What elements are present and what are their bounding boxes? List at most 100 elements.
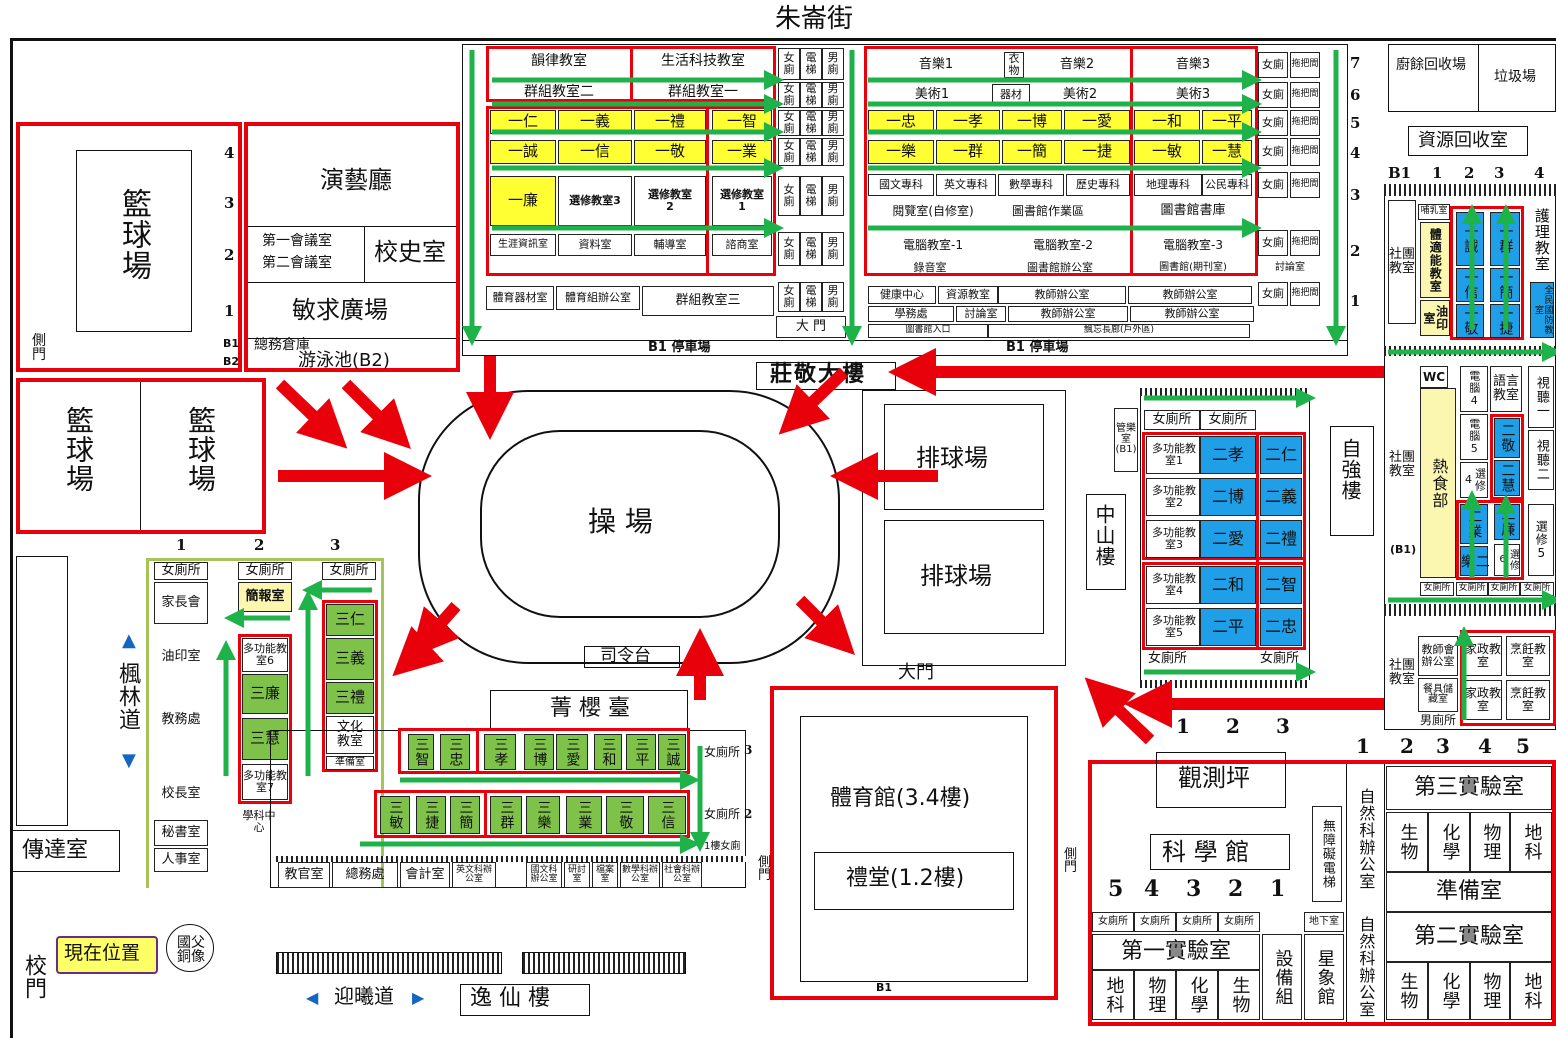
defense-room[interactable]: 全民國防教室: [1530, 282, 1554, 338]
library-stacks[interactable]: 圖書館書庫: [1160, 203, 1226, 219]
history-room[interactable]: 校史室: [374, 238, 446, 266]
class-1-qun[interactable]: 一群: [936, 140, 1000, 164]
statue[interactable]: [166, 924, 214, 972]
teachers-union[interactable]: 教師會辦公室: [1418, 636, 1458, 676]
science-office-2[interactable]: 自然科辦公室: [1356, 916, 1376, 1018]
computer-room-1[interactable]: 電腦教室-1: [903, 237, 963, 252]
class-2-zhi[interactable]: 二智: [1260, 566, 1302, 604]
chinese-office[interactable]: 國文科辦公室: [526, 862, 562, 888]
discussion-room-1f[interactable]: 討論室: [956, 306, 1006, 322]
class-3-ren[interactable]: 三仁: [326, 604, 374, 636]
computer-room-4[interactable]: 電腦4: [1460, 366, 1488, 412]
teacher-office-1[interactable]: 教師辦公室: [998, 286, 1126, 304]
accounting-office[interactable]: 會計室: [400, 862, 450, 888]
class-3-lian[interactable]: 三廉: [242, 674, 288, 714]
toilet-l2[interactable]: 女廁所: [238, 562, 292, 580]
cooking-room-2[interactable]: 烹飪教室: [1506, 680, 1550, 720]
library-office[interactable]: 圖書館辦公室: [1027, 261, 1093, 275]
archive-room[interactable]: 檔案室: [592, 862, 618, 888]
science-office-1[interactable]: 自然科辦公室: [1356, 788, 1376, 890]
class-1-min[interactable]: 一敏: [1134, 140, 1200, 164]
current-location-callout[interactable]: [56, 936, 158, 974]
basketball-court-2[interactable]: 籃球場: [62, 406, 95, 493]
gym-block[interactable]: [770, 686, 1058, 1000]
performance-hall-block[interactable]: [244, 122, 460, 372]
class-3-ai[interactable]: 三愛: [556, 734, 588, 770]
kitchen-waste[interactable]: 廚餘回收場: [1396, 57, 1466, 73]
home-ec-room-2[interactable]: 家政教室: [1464, 680, 1502, 720]
counseling-office[interactable]: 輔導室: [634, 234, 706, 256]
elective-5[interactable]: 選修5: [1528, 504, 1554, 576]
wc[interactable]: WC: [1420, 366, 1448, 388]
meeting-room-1[interactable]: 第一會議室: [262, 233, 332, 249]
multi-room-5[interactable]: 多功能教室5: [1146, 608, 1200, 646]
class-1-xin[interactable]: 一信: [558, 140, 632, 164]
ziqiang-building[interactable]: 自強樓: [1338, 438, 1362, 501]
class-1-le[interactable]: 一樂: [868, 140, 934, 164]
hot-food-dept[interactable]: 熱食部: [1420, 388, 1456, 578]
lab-2[interactable]: 第二實驗室: [1386, 912, 1552, 962]
garbage-area[interactable]: 垃圾場: [1494, 69, 1536, 85]
class-2-he[interactable]: 二和: [1200, 566, 1256, 604]
sports-equipment-room[interactable]: 體育器材室: [486, 286, 554, 310]
personnel-office[interactable]: 人事室: [154, 848, 208, 872]
music-1[interactable]: 音樂1: [918, 57, 954, 73]
multi-room-3[interactable]: 多功能教室3: [1146, 520, 1200, 558]
class-2-ai[interactable]: 二愛: [1200, 520, 1256, 558]
general-affairs[interactable]: 總務處: [332, 862, 398, 888]
consulting-room[interactable]: 諮商室: [712, 234, 772, 256]
class-3-zhong[interactable]: 三忠: [440, 734, 470, 770]
multi-room-6[interactable]: 多功能教室6: [242, 638, 288, 672]
recycling-room[interactable]: [1408, 126, 1528, 156]
zj-group-room-2[interactable]: 群組教室二: [524, 83, 594, 100]
subject-center[interactable]: 學科中心: [242, 809, 276, 834]
art-1[interactable]: 美術1: [914, 87, 950, 103]
prep-room-l3[interactable]: 準備室: [326, 756, 374, 770]
school-gate[interactable]: 校門: [21, 954, 46, 1000]
history-subject-room[interactable]: 歷史專科: [1066, 174, 1130, 196]
art-3[interactable]: 美術3: [1175, 87, 1211, 103]
class-3-qun[interactable]: 三群: [490, 796, 522, 834]
observatory[interactable]: [1156, 752, 1286, 808]
club-room-bottom[interactable]: 社團教室: [1388, 658, 1415, 687]
multi-room-7[interactable]: 多功能教室7: [242, 764, 288, 800]
basketball-court-3[interactable]: 籃球場: [184, 406, 217, 493]
accessible-elevator[interactable]: 無障礙電梯: [1312, 806, 1342, 902]
zj-tech-room[interactable]: 生活科技教室: [661, 52, 745, 69]
class-2-jing-zq[interactable]: 二敬: [1494, 418, 1520, 458]
social-office[interactable]: 社會科辦公室: [662, 862, 702, 888]
parents-assoc[interactable]: 家長會: [154, 582, 208, 624]
music-3[interactable]: 音樂3: [1175, 57, 1211, 73]
class-3-ye[interactable]: 三業: [566, 796, 602, 834]
lab-1[interactable]: 第一實驗室: [1092, 934, 1260, 970]
science-hall-label[interactable]: [1150, 834, 1290, 870]
culture-room[interactable]: 文化教室: [326, 716, 374, 754]
club-room-mid[interactable]: 社團教室: [1388, 450, 1415, 479]
academic-affairs[interactable]: 教務處: [161, 712, 201, 728]
teacher-office-4[interactable]: 教師辦公室: [1130, 306, 1254, 322]
gym-main-gate-label[interactable]: 大門: [898, 662, 934, 683]
auditorium-box[interactable]: [814, 852, 1014, 910]
class-3-xiao[interactable]: 三孝: [484, 734, 516, 770]
seminar-room[interactable]: 研討室: [564, 862, 590, 888]
planetarium[interactable]: 星象館: [1304, 934, 1344, 1020]
av-room-1[interactable]: 視聽一: [1528, 366, 1554, 428]
basement[interactable]: 地下室: [1304, 912, 1344, 932]
career-info-room[interactable]: 生涯資訊室: [490, 234, 556, 256]
print-room[interactable]: 油印室: [161, 649, 201, 665]
class-3-li[interactable]: 三禮: [326, 682, 374, 714]
english-office[interactable]: 英文科辦公室: [452, 862, 496, 888]
class-3-le[interactable]: 三樂: [526, 796, 560, 834]
cooking-room-1[interactable]: 烹飪教室: [1506, 636, 1550, 676]
lab-3[interactable]: 第三實驗室: [1386, 766, 1552, 810]
class-3-jing[interactable]: 三敬: [606, 796, 644, 834]
computer-room-3[interactable]: 電腦教室-3: [1163, 237, 1223, 252]
storage[interactable]: 總務倉庫: [254, 337, 310, 353]
chinese-room[interactable]: 國文專科: [868, 174, 934, 196]
math-room[interactable]: 數學專科: [998, 174, 1064, 196]
reading-room[interactable]: 閱覽室(自修室): [892, 203, 974, 218]
print-room-zq[interactable]: 油印室: [1420, 300, 1450, 336]
minqiu-plaza[interactable]: 敏求廣場: [292, 296, 388, 324]
multi-room-1[interactable]: 多功能教室1: [1146, 436, 1200, 474]
class-2-ren[interactable]: 二仁: [1260, 436, 1302, 474]
